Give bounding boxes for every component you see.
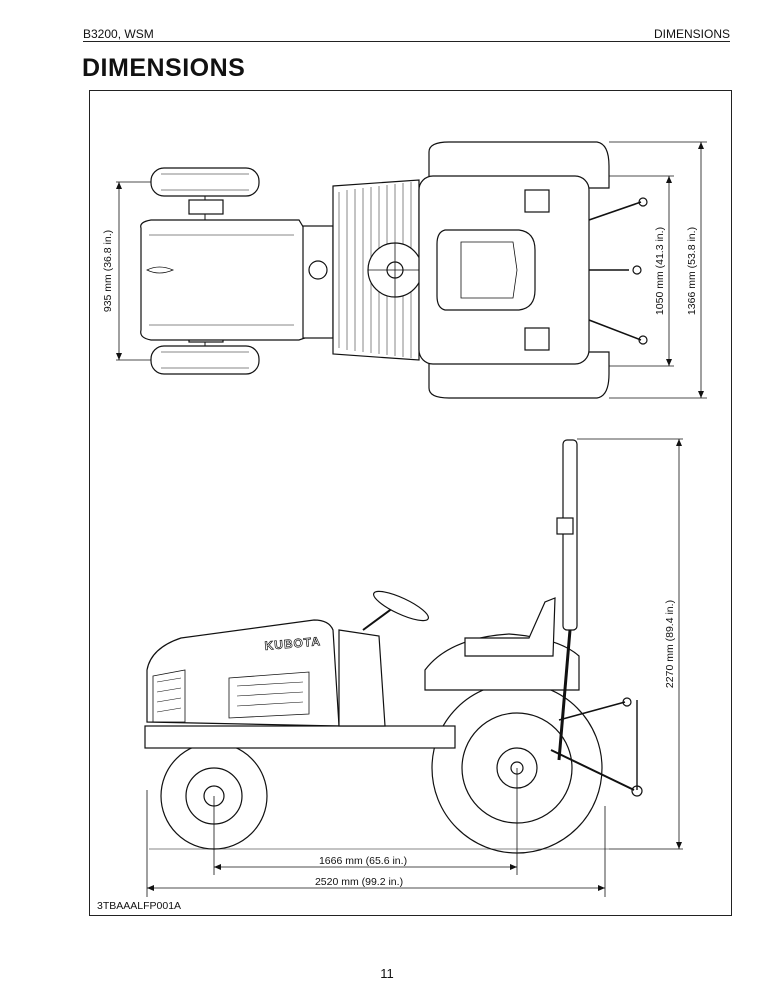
- kubota-badge: KUBOTA: [264, 634, 321, 653]
- overall-height-label: 2270 mm (89.4 in.): [664, 600, 676, 688]
- seat-side: [464, 597, 556, 657]
- rear-tread-label: 1050 mm (41.3 in.): [654, 227, 666, 315]
- side-view-dimension-lines: [146, 438, 683, 897]
- seat-top: [436, 229, 536, 311]
- overall-length-label: 2520 mm (99.2 in.): [315, 876, 403, 888]
- overall-width-label: 1366 mm (53.8 in.): [686, 227, 698, 315]
- hood-side: [146, 619, 340, 727]
- tractor-dimension-drawing: 935 mm (36.8 in.) 1050 mm (41.3 in.) 136…: [102, 141, 707, 897]
- header-section-name: DIMENSIONS: [653, 27, 730, 41]
- hood-top: [140, 219, 306, 341]
- header-rule: [83, 41, 730, 42]
- figure-frame: [89, 90, 732, 916]
- page-number: 11: [380, 966, 394, 981]
- page-title: DIMENSIONS: [82, 54, 246, 82]
- side-view: [144, 439, 643, 854]
- front-tread-label: 935 mm (36.8 in.): [102, 230, 114, 312]
- front-right-wheel-top: [150, 345, 260, 375]
- wheelbase-label: 1666 mm (65.6 in.): [319, 855, 407, 867]
- header-doc-name: B3200, WSM: [83, 27, 154, 41]
- top-view: [140, 141, 648, 399]
- rops-upper: [562, 439, 578, 631]
- frame-side: [144, 725, 456, 749]
- figure-code: 3TBAAALFP001A: [97, 900, 182, 912]
- steering-wheel-side: [373, 590, 429, 622]
- front-left-wheel-top: [150, 167, 260, 197]
- top-view-dimension-lines: [116, 141, 707, 399]
